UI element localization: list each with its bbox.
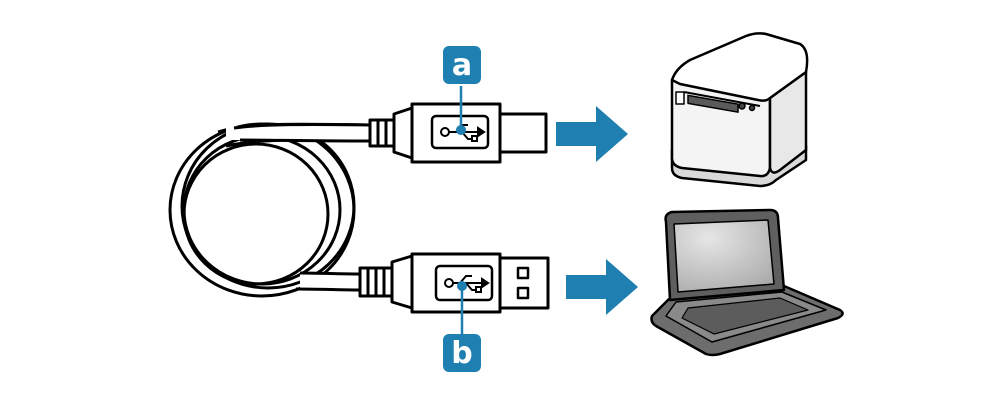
printer-icon (670, 32, 809, 188)
usb-icon (444, 275, 490, 293)
usb-cable-coil (168, 122, 356, 298)
right-arrow-icon (556, 106, 628, 162)
callout-label-b: b (451, 336, 472, 371)
right-arrow-icon (566, 259, 638, 315)
callout-a: a (443, 46, 481, 135)
cable-lead-b (295, 271, 361, 292)
callout-label-a: a (452, 48, 472, 83)
callout-b: b (443, 281, 481, 372)
laptop-icon (650, 208, 844, 357)
